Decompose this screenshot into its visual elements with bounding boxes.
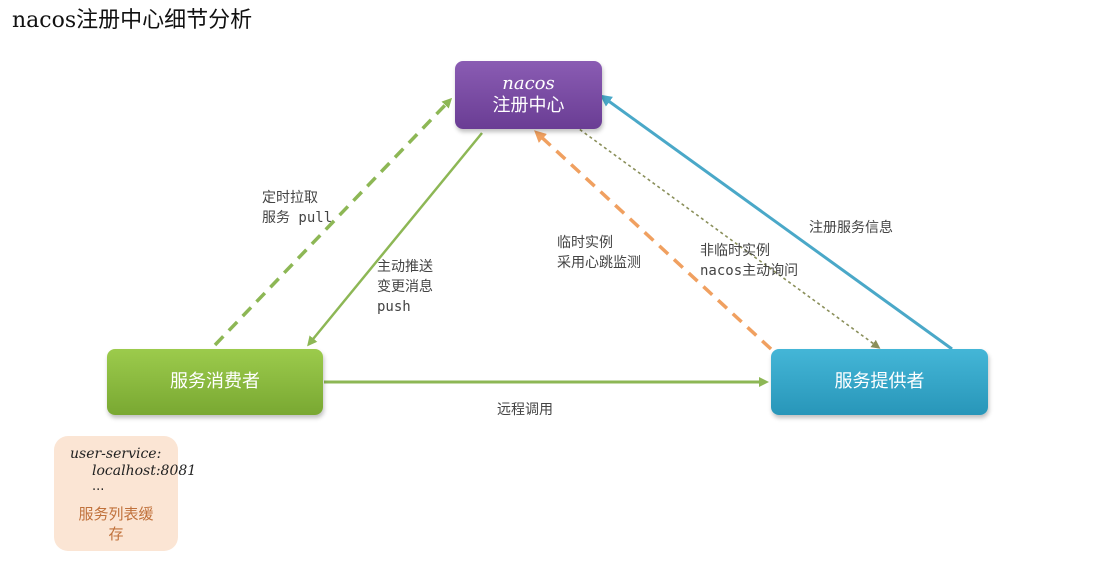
- cache-service-key: user-service:: [70, 446, 162, 462]
- heartbeat-arrow: [534, 130, 773, 351]
- rpc-label-line1: 远程调用: [497, 402, 553, 418]
- consumer-node: 服务消费者: [107, 349, 323, 415]
- register-label-line1: 注册服务信息: [809, 220, 893, 236]
- cache-label-line2: 存: [108, 525, 124, 543]
- cache-ellipsis: ...: [92, 479, 105, 494]
- probe-label: 非临时实例 nacos主动询问: [700, 241, 798, 281]
- push-arrow: [307, 132, 483, 347]
- probe-label-line2: nacos主动询问: [700, 263, 799, 279]
- rpc-label: 远程调用: [497, 400, 553, 420]
- push-label: 主动推送 变更消息 push: [377, 257, 433, 317]
- registry-name: nacos: [502, 73, 555, 94]
- push-label-line2: 变更消息: [377, 279, 433, 295]
- registry-node: nacos 注册中心: [455, 61, 602, 129]
- provider-label: 服务提供者: [834, 371, 925, 392]
- pull-arrow: [213, 97, 453, 347]
- consumer-label: 服务消费者: [170, 371, 260, 392]
- provider-node: 服务提供者: [771, 349, 988, 415]
- page-title: nacos注册中心细节分析: [12, 8, 253, 33]
- register-label: 注册服务信息: [809, 218, 893, 238]
- pull-label-line2: 服务 pull: [262, 210, 333, 226]
- probe-arrow: [574, 125, 881, 349]
- register-arrow: [599, 94, 953, 351]
- service-cache-box: user-service: localhost:8081 ... 服务列表缓 存: [54, 436, 196, 551]
- heartbeat-label: 临时实例 采用心跳监测: [557, 233, 641, 273]
- cache-label: 服务列表缓 存: [54, 504, 178, 544]
- cache-host-entry: localhost:8081: [92, 463, 197, 479]
- push-label-line3: push: [377, 299, 411, 315]
- pull-label-line1: 定时拉取: [262, 190, 318, 206]
- push-label-line1: 主动推送: [377, 259, 433, 275]
- heartbeat-label-line2: 采用心跳监测: [557, 255, 641, 271]
- probe-label-line1: 非临时实例: [700, 243, 770, 259]
- pull-label: 定时拉取 服务 pull: [262, 188, 332, 228]
- cache-label-line1: 服务列表缓: [78, 505, 154, 523]
- heartbeat-label-line1: 临时实例: [557, 235, 613, 251]
- registry-label: 注册中心: [492, 95, 565, 116]
